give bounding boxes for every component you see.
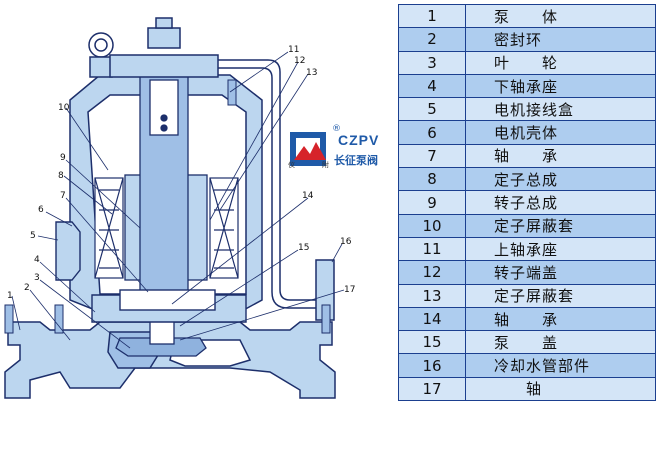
part-name-cell: 叶 轮 (465, 50, 656, 75)
part-number-cell: 3 (398, 50, 466, 75)
brand-logo: ® CZPV 仪 附 长征泵阀 (288, 124, 398, 170)
part-number-cell: 2 (398, 27, 466, 52)
callout-15: 15 (298, 243, 309, 253)
rotor-shaft (124, 74, 208, 321)
part-number-cell: 13 (398, 283, 466, 308)
part-number-cell: 9 (398, 190, 466, 215)
callout-14: 14 (302, 191, 314, 201)
part-name-cell: 下轴承座 (465, 73, 656, 99)
callout-12: 12 (294, 56, 305, 66)
callout-9: 9 (60, 153, 66, 163)
part-name-cell: 泵 盖 (465, 330, 656, 355)
part-number-cell: 8 (398, 167, 466, 192)
callout-11: 11 (288, 45, 299, 55)
part-number-cell: 1 (398, 3, 466, 29)
stator-assembly (94, 177, 239, 279)
callout-16: 16 (340, 237, 352, 247)
part-name-cell: 轴 承 (465, 143, 656, 169)
part-name-cell: 转子端盖 (465, 260, 656, 285)
part-number-cell: 14 (398, 306, 466, 332)
callout-10: 10 (58, 103, 70, 113)
part-number-cell: 7 (398, 143, 466, 169)
callout-5: 5 (30, 231, 36, 241)
part-number-cell: 10 (398, 213, 466, 238)
part-name-cell: 电机接线盒 (465, 97, 656, 122)
callout-4: 4 (34, 255, 40, 265)
logo-small-left-text: 仪 (288, 161, 295, 169)
pump-cross-section-drawing: 1 2 3 4 5 6 7 8 9 10 11 12 13 14 15 16 1… (4, 17, 355, 399)
part-name-cell: 密封环 (465, 27, 656, 52)
part-name-cell: 轴 承 (465, 306, 656, 332)
part-number-cell: 17 (398, 376, 466, 402)
leader-lines (11, 51, 345, 349)
junction-box (55, 221, 81, 281)
part-number-cell: 5 (398, 97, 466, 122)
callout-1: 1 (7, 291, 13, 301)
callout-8: 8 (58, 171, 64, 181)
callout-6: 6 (38, 205, 44, 215)
callout-2: 2 (24, 283, 30, 293)
part-name-cell: 定子屏蔽套 (465, 213, 656, 238)
part-name-cell: 泵 体 (465, 3, 656, 29)
part-number-cell: 6 (398, 120, 466, 145)
part-number-cell: 12 (398, 260, 466, 285)
logo-small-right-text: 附 (322, 161, 329, 169)
part-name-cell: 定子总成 (465, 167, 656, 192)
part-name-cell: 定子屏蔽套 (465, 283, 656, 308)
part-number-cell: 11 (398, 236, 466, 262)
callout-labels: 1 2 3 4 5 6 7 8 9 10 11 12 13 14 15 16 1… (7, 45, 355, 301)
lower-bearing-seat (91, 289, 247, 323)
part-name-cell: 电机壳体 (465, 120, 656, 145)
part-name-cell: 冷却水管部件 (465, 353, 656, 378)
parts-table-row: 17 轴 (398, 376, 656, 402)
callout-13: 13 (306, 68, 317, 78)
logo-brand-text: CZPV (338, 132, 380, 148)
logo-registered-mark: ® (332, 124, 341, 134)
part-name-cell: 轴 (465, 376, 656, 402)
logo-chinese-name: 长征泵阀 (334, 154, 378, 167)
flange-bolts (4, 79, 331, 334)
part-number-cell: 16 (398, 353, 466, 378)
part-number-cell: 15 (398, 330, 466, 355)
part-name-cell: 上轴承座 (465, 236, 656, 262)
callout-17: 17 (344, 285, 355, 295)
callout-7: 7 (60, 191, 66, 201)
logo-mark-icon (290, 132, 326, 166)
top-cap (88, 17, 219, 78)
part-name-cell: 转子总成 (465, 190, 656, 215)
callout-3: 3 (34, 273, 40, 283)
part-number-cell: 4 (398, 73, 466, 99)
